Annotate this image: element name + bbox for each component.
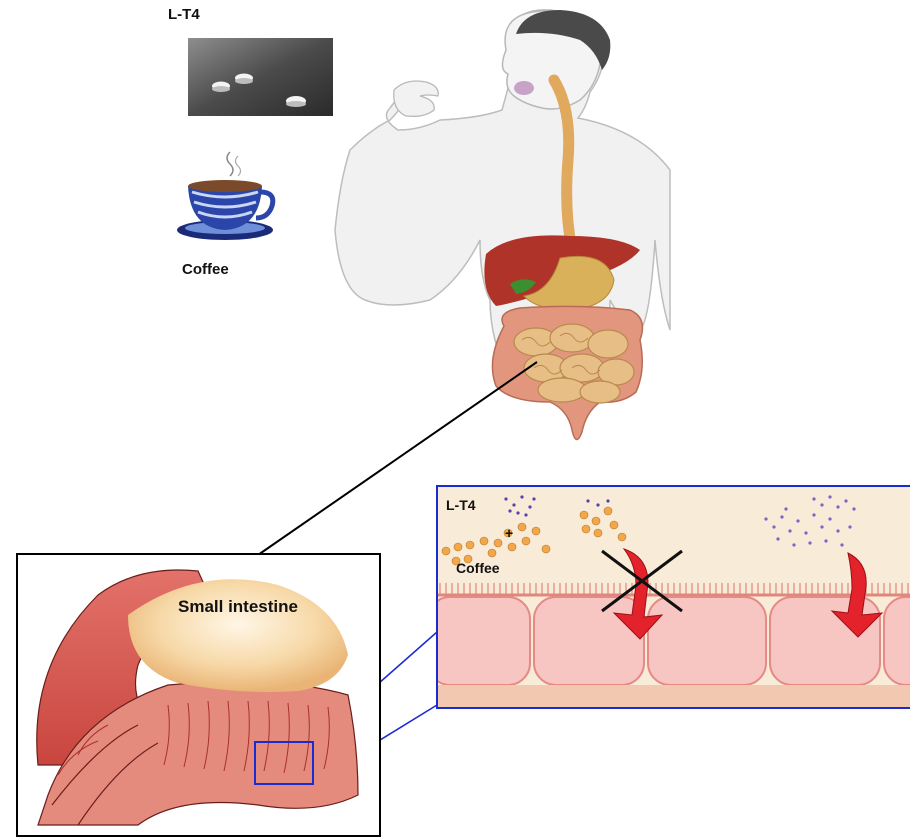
enterocyte bbox=[534, 597, 644, 685]
coffee-label-zoom: Coffee bbox=[456, 560, 500, 576]
mucosa-drawing bbox=[438, 487, 910, 707]
enterocyte bbox=[884, 597, 910, 685]
lt4-particles-free bbox=[764, 495, 855, 546]
small-intestine-label: Small intestine bbox=[178, 597, 298, 617]
enterocyte bbox=[770, 597, 880, 685]
enterocyte bbox=[648, 597, 766, 685]
small-intestine-panel: Small intestine bbox=[16, 553, 381, 837]
coffee-particles bbox=[442, 523, 550, 565]
mucosa-zoom-panel: L-T4 + Coffee bbox=[436, 485, 910, 709]
lt4-label-zoom: L-T4 bbox=[446, 497, 476, 513]
coffee-particles-middle bbox=[580, 507, 626, 541]
plus-sign: + bbox=[505, 525, 513, 541]
lt4-particles bbox=[504, 495, 609, 516]
enterocyte bbox=[436, 597, 530, 685]
